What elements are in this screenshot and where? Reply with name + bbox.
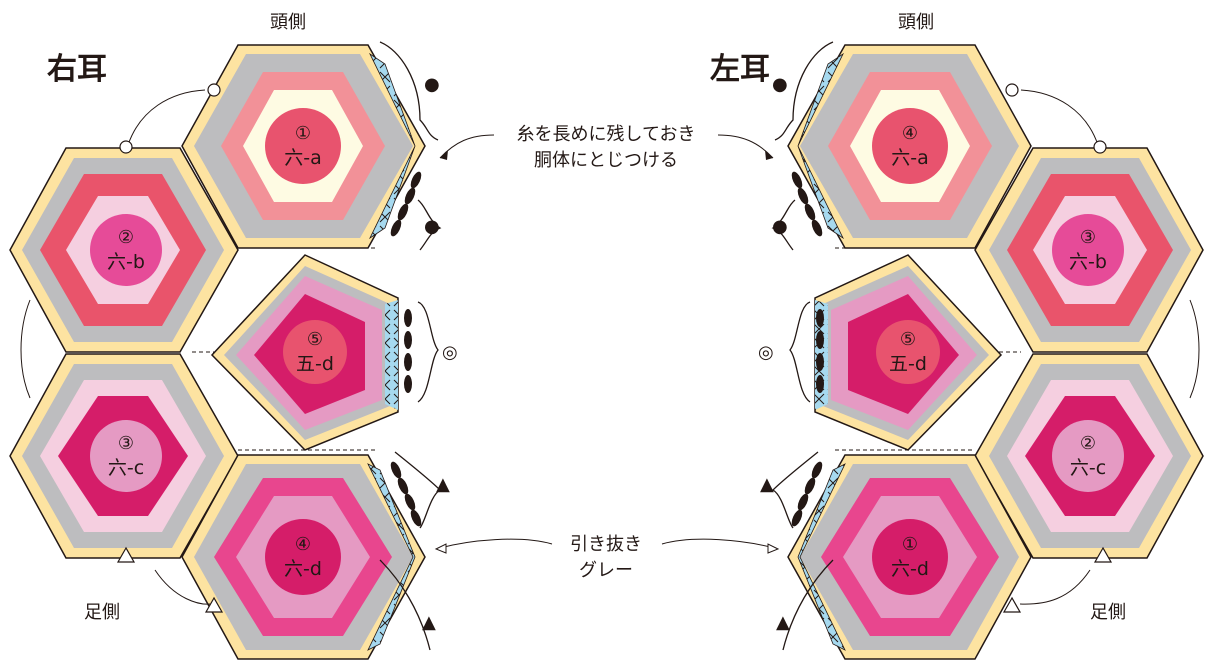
hex-name: 六-a xyxy=(891,147,929,169)
pentagon-name: 五-d xyxy=(889,353,927,375)
right-ear-brackets xyxy=(379,41,442,651)
slip-note-line1: 引き抜き xyxy=(570,534,642,555)
hex-left-3 xyxy=(974,353,1204,559)
thread-note-line2: 胴体にとじつける xyxy=(534,150,678,171)
thread-note-leader-left xyxy=(439,134,495,159)
hex-number: ① xyxy=(295,123,311,144)
left-ear-thread-beads xyxy=(791,171,824,527)
triangle-marker xyxy=(204,596,224,613)
mark-circle: ● xyxy=(772,216,788,237)
right-ear: 右耳 頭側 足側 ① 六-a ② 六-b ③ 六-c ④ 六-d ⑤ 五-d ●… xyxy=(9,12,458,660)
mark-circle: ● xyxy=(772,74,788,95)
pentagon-name: 五-d xyxy=(296,353,334,375)
left-ear-title: 左耳 xyxy=(710,52,770,87)
pentagon-left-5 xyxy=(814,254,1003,451)
thread-note-line1: 糸を長めに残しておき xyxy=(517,124,696,145)
pentagon-number: ⑤ xyxy=(900,329,916,350)
hex-left-1 xyxy=(787,44,1032,249)
arrowhead xyxy=(434,543,447,554)
triangle-marker xyxy=(1002,596,1022,613)
thread-note-leader-right xyxy=(717,134,774,159)
mark-triangle: ▲ xyxy=(422,612,436,633)
pentagon-right-5 xyxy=(210,254,399,451)
hex-right-3 xyxy=(9,353,239,559)
slip-note-leader-left xyxy=(439,538,553,549)
left-ear-foot-label: 足側 xyxy=(1090,602,1126,623)
hex-right-4 xyxy=(181,454,426,660)
hex-name: 六-c xyxy=(108,457,144,479)
right-ear-arrows xyxy=(20,89,211,605)
hex-name: 六-d xyxy=(284,558,322,580)
center-notes: 糸を長めに残しておき 胴体にとじつける 引き抜き グレー xyxy=(434,124,780,581)
mark-triangle: ▲ xyxy=(776,612,790,633)
mark-circle: ● xyxy=(424,74,440,95)
hex-right-1 xyxy=(181,44,426,249)
hex-number: ④ xyxy=(902,123,918,144)
hex-name: 六-b xyxy=(107,251,145,273)
hex-number: ③ xyxy=(118,433,134,454)
hex-left-4 xyxy=(787,454,1032,660)
circle-marker xyxy=(1005,83,1019,97)
circle-marker xyxy=(119,140,133,154)
hex-name: 六-d xyxy=(891,558,929,580)
triangle-marker xyxy=(1093,546,1113,563)
slip-note-line2: グレー xyxy=(579,560,633,581)
right-ear-title: 右耳 xyxy=(47,52,107,87)
arrowhead xyxy=(440,150,448,160)
mark-double-circle: ◎ xyxy=(758,342,774,363)
circle-marker xyxy=(207,83,221,97)
triangle-marker xyxy=(116,546,136,563)
mark-double-circle: ◎ xyxy=(442,342,458,363)
left-ear-brackets xyxy=(771,41,834,651)
right-ear-thread-beads xyxy=(390,171,422,527)
hex-number: ② xyxy=(1080,433,1096,454)
hex-name: 六-c xyxy=(1070,457,1106,479)
hex-number: ③ xyxy=(1080,227,1096,248)
hex-name: 六-b xyxy=(1069,251,1107,273)
mark-triangle: ▲ xyxy=(436,474,450,495)
hex-number: ② xyxy=(118,227,134,248)
left-ear: 左耳 頭側 足側 ④ 六-a ③ 六-b ② 六-c ① 六-d ⑤ 五-d ●… xyxy=(710,12,1204,660)
hex-right-2 xyxy=(9,147,239,353)
left-ear-head-label: 頭側 xyxy=(898,12,934,33)
pentagon-number: ⑤ xyxy=(307,329,323,350)
hex-left-2 xyxy=(974,147,1204,353)
arrowhead xyxy=(767,543,780,554)
hex-number: ① xyxy=(902,534,918,555)
slip-note-leader-right xyxy=(661,538,775,549)
left-ear-arrows xyxy=(1019,89,1200,605)
circle-marker xyxy=(1093,140,1107,154)
mark-triangle: ▲ xyxy=(760,474,774,495)
arrowhead xyxy=(765,150,773,160)
right-ear-foot-label: 足側 xyxy=(84,602,120,623)
right-ear-head-label: 頭側 xyxy=(270,12,306,33)
mark-circle: ● xyxy=(424,216,440,237)
hex-name: 六-a xyxy=(284,147,322,169)
hex-number: ④ xyxy=(295,534,311,555)
